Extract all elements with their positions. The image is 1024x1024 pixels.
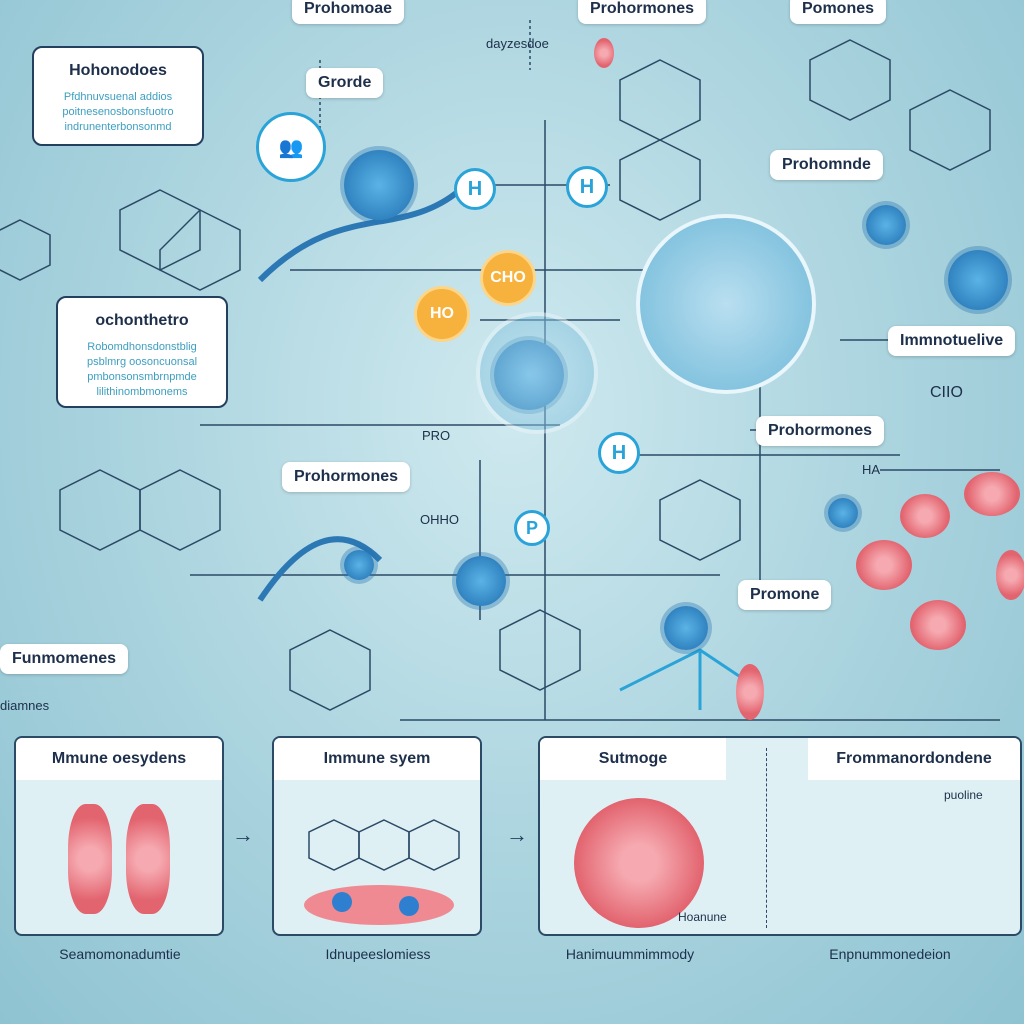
red-blood-cell	[964, 472, 1020, 516]
label-prohomnde: Prohomnde	[770, 150, 883, 180]
card-line: pmbonsonsmbrnpmde	[87, 371, 197, 383]
node-h: H	[454, 168, 496, 210]
card-line: psblmrg oosoncuonsal	[86, 356, 198, 368]
red-blood-cell	[856, 540, 912, 590]
arrow-icon: →	[232, 822, 254, 847]
label-funmomenes: Funmomenes	[0, 644, 129, 674]
label-prohomoae: Prohomoae	[292, 0, 405, 24]
panel-1: Mmune oesydens	[14, 736, 224, 936]
virus-icon	[344, 150, 414, 220]
card-line: Robomdhonsdonstblig	[87, 341, 197, 353]
panel-note: Hoanune	[678, 910, 727, 924]
info-card-hohonodoes: Hohonodoes Pfdhnuvsuenal addios poitnese…	[32, 46, 204, 146]
node-h: H	[566, 166, 608, 208]
red-blood-cell	[900, 494, 950, 538]
label-dayzesdoe: dayzesdoe	[486, 36, 549, 51]
caption: Idnupeeslomiess	[325, 946, 431, 962]
label-ha: HA	[862, 462, 881, 477]
label-cio: CIIO	[930, 384, 963, 401]
card-line: poitnesenosbonsfuotro	[62, 106, 174, 118]
virus-icon	[664, 606, 708, 650]
lung-icon	[68, 804, 112, 914]
caption: Hanimuummimmody	[565, 946, 695, 962]
red-blood-cell	[996, 550, 1024, 600]
organ-illustration	[574, 798, 704, 928]
panel-note: puoline	[944, 788, 983, 802]
label-pro: PRO	[422, 428, 451, 443]
caption: Seamomonadumtie	[59, 946, 181, 962]
label-ohho: OHHO	[420, 512, 459, 527]
panel-title: Frommanordondene	[808, 738, 1020, 780]
label-promone: Promone	[738, 580, 832, 610]
panel-title: Immune syem	[274, 738, 480, 780]
card-line: indrunenterbonsonmd	[64, 121, 172, 133]
panel-title: Mmune oesydens	[16, 738, 222, 780]
label-grorde: Grorde	[306, 68, 384, 98]
info-card-ochonthetro: ochonthetro Robomdhonsdonstblig psblmrg …	[56, 296, 228, 408]
node-cho: CHO	[480, 250, 536, 306]
virus-icon	[344, 550, 374, 580]
arrow-icon: →	[506, 822, 528, 847]
lung-icon	[126, 804, 170, 914]
divider	[766, 748, 767, 928]
virus-icon	[948, 250, 1008, 310]
caption: Enpnummonedeion	[829, 946, 951, 962]
node-h: H	[598, 432, 640, 474]
card-line: lilithinombmonems	[96, 386, 188, 398]
label-diamnes: diamnes	[0, 698, 50, 713]
label-pomones: Pomones	[790, 0, 887, 24]
label-immnotuelive: Immnotuelive	[888, 326, 1016, 356]
virus-icon	[828, 498, 858, 528]
card-title: Hohonodoes	[69, 62, 167, 79]
virus-icon	[456, 556, 506, 606]
cell-bubble	[476, 312, 598, 434]
people-icon: 👥	[256, 112, 326, 182]
virus-icon	[866, 205, 906, 245]
pathway-lines	[0, 20, 1000, 721]
card-title: ochonthetro	[95, 312, 189, 329]
label-prohormones-right: Prohormones	[756, 416, 885, 446]
panel-2: Immune syem	[272, 736, 482, 936]
node-ho: HO	[414, 286, 470, 342]
red-blood-cell	[594, 38, 614, 68]
red-blood-cell	[910, 600, 966, 650]
red-blood-cell	[736, 664, 764, 720]
card-line: Pfdhnuvsuenal addios	[63, 91, 173, 103]
human-body-organs-illustration	[636, 214, 816, 394]
panel-title: Sutmoge	[540, 738, 726, 780]
label-prohormones-center: Prohormones	[282, 462, 411, 492]
node-p: P	[514, 510, 550, 546]
panel-3-4: Sutmoge Frommanordondene Hoanune puoline	[538, 736, 1022, 936]
molecule-structure	[304, 819, 460, 925]
label-prohormones-top: Prohormones	[578, 0, 707, 24]
